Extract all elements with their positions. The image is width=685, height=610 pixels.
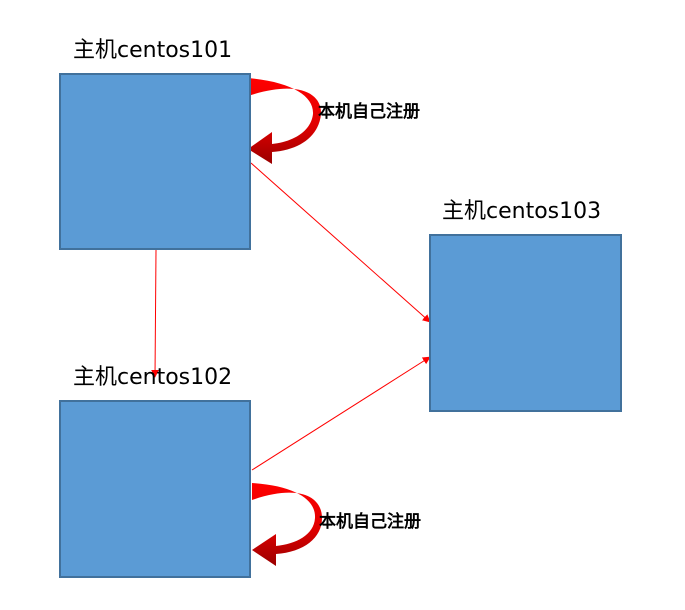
host-label-centos102: 主机centos102 (73, 365, 233, 390)
host-box-centos101 (59, 73, 251, 250)
host-label-centos101: 主机centos101 (73, 38, 233, 63)
arrow-101-to-102 (151, 249, 160, 378)
self-register-arrow-101 (248, 78, 322, 164)
host-box-centos103 (429, 234, 622, 412)
self-register-arrow-102 (252, 483, 322, 566)
host-label-centos103: 主机centos103 (442, 199, 602, 224)
self-register-label-101: 本机自己注册 (318, 102, 420, 122)
host-box-centos102 (59, 400, 251, 578)
self-register-label-102: 本机自己注册 (319, 512, 421, 532)
arrow-101-to-103 (250, 162, 431, 323)
arrow-102-to-103 (251, 356, 431, 471)
